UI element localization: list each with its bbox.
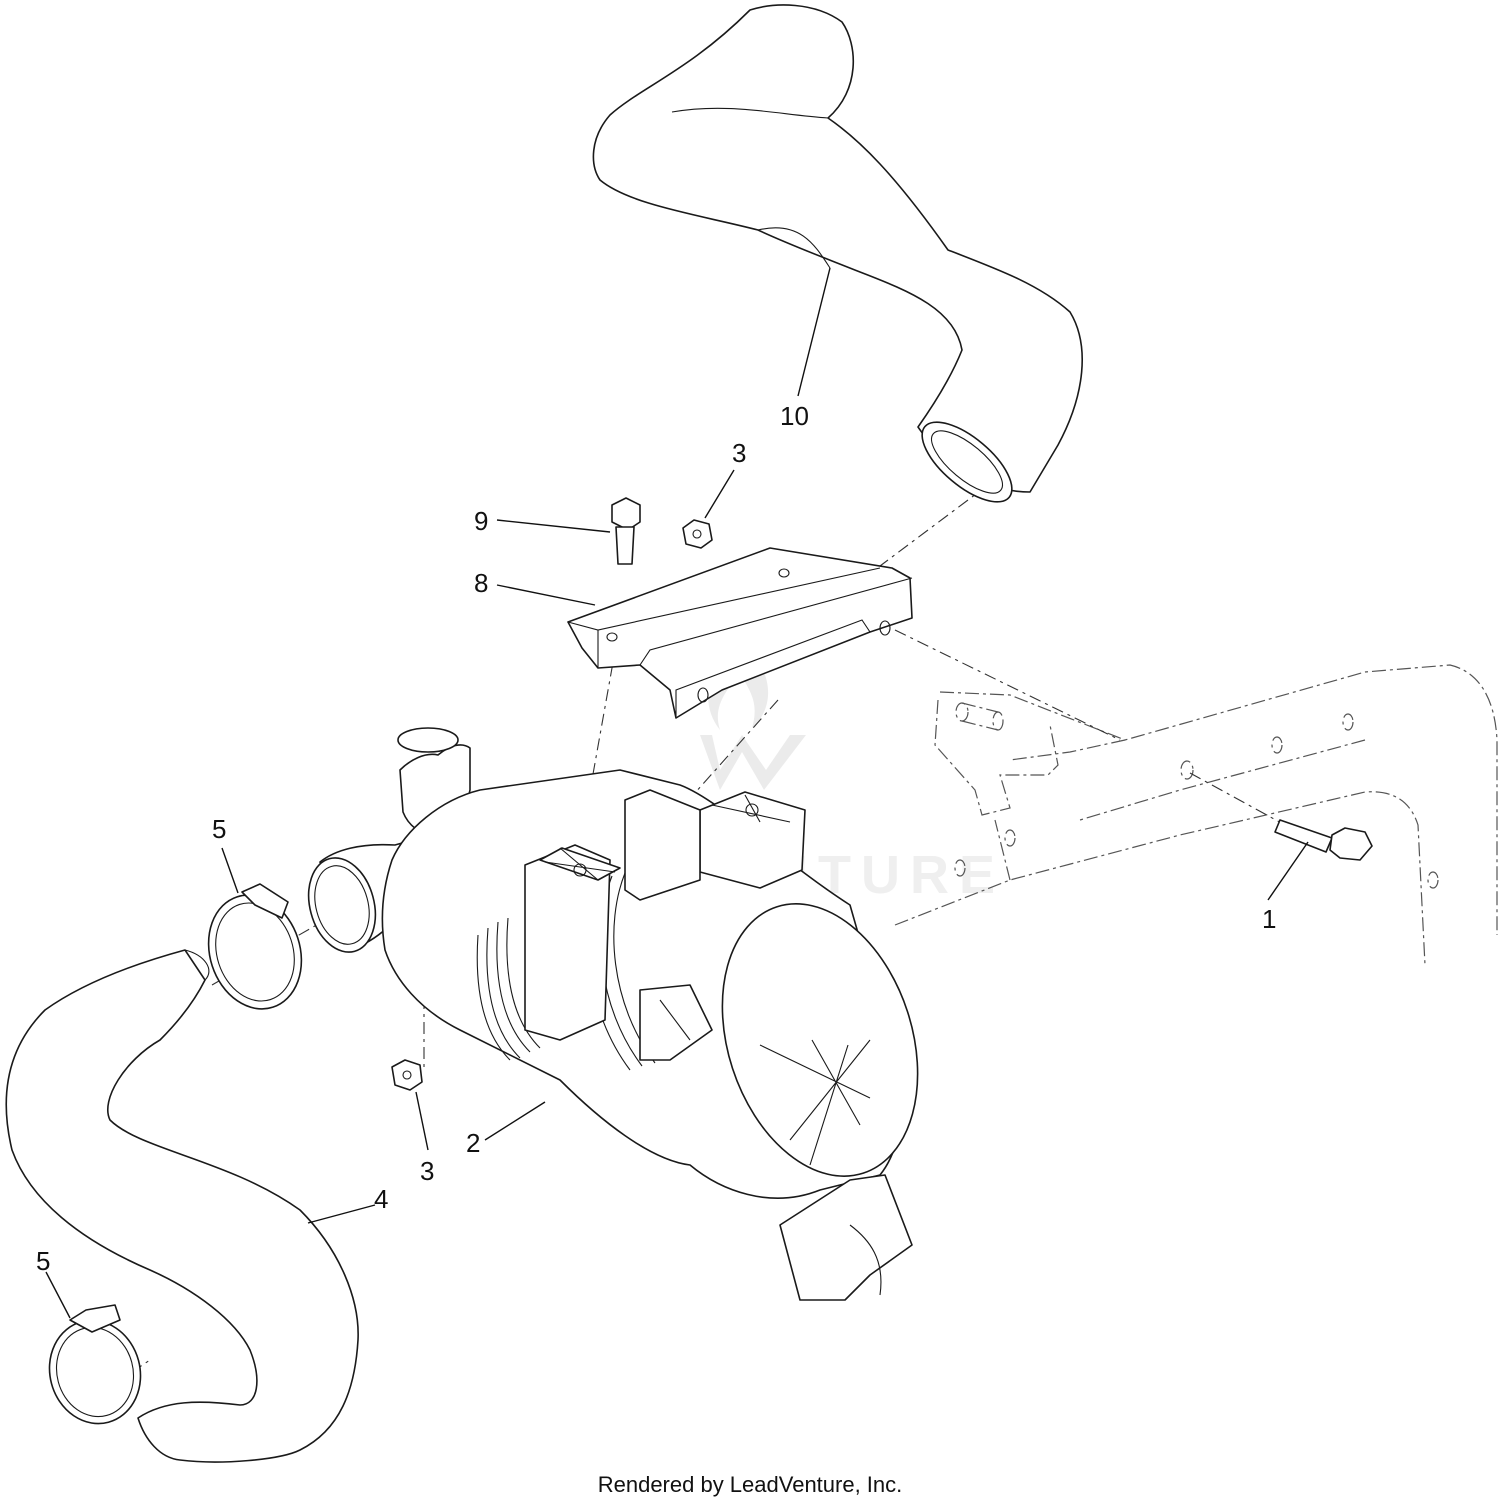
part-10-upper-hose (592, 4, 1083, 503)
part-4-lower-hose (5, 949, 359, 1463)
callout-3-upper: 3 (732, 438, 746, 468)
part-2-air-cleaner (307, 727, 919, 1301)
callout-8: 8 (474, 568, 488, 598)
part-5-hose-clamp-upper (207, 883, 303, 1010)
part-5-hose-clamp-lower (48, 1304, 142, 1425)
part-1-bolt (1274, 819, 1373, 861)
leader-lines (45, 267, 1309, 1319)
part-8-mounting-bracket (567, 547, 913, 719)
callout-3-lower: 3 (420, 1156, 434, 1186)
callout-5-lower: 5 (36, 1246, 50, 1276)
part-3-nut-lower (391, 1059, 423, 1091)
callout-2: 2 (466, 1128, 480, 1158)
callout-10: 10 (780, 401, 809, 431)
callout-4: 4 (374, 1184, 388, 1214)
callout-5-upper: 5 (212, 814, 226, 844)
callout-1: 1 (1262, 904, 1276, 934)
footer-credit: Rendered by LeadVenture, Inc. (597, 1472, 903, 1497)
part-3-nut-upper (682, 519, 713, 549)
part-9-bolt (611, 497, 641, 565)
callout-9: 9 (474, 506, 488, 536)
callout-labels: 10 3 9 8 1 5 2 3 4 5 (36, 401, 1276, 1276)
frame-phantom (894, 664, 1498, 966)
